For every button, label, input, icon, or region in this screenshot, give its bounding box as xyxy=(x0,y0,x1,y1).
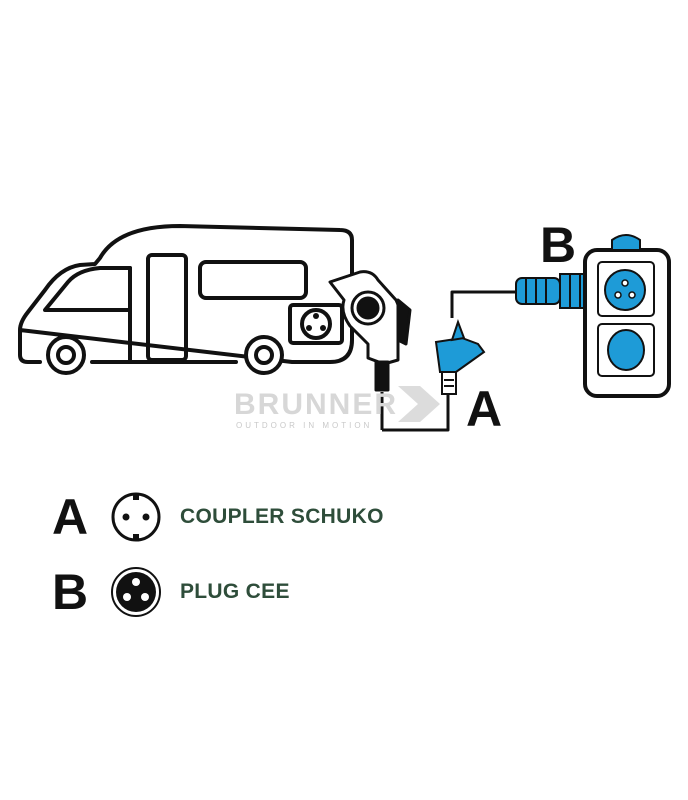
schuko-coupler-icon xyxy=(434,319,486,395)
cable-line xyxy=(382,290,516,432)
callout-label-a: A xyxy=(466,381,502,437)
cee-plug-icon xyxy=(111,567,161,617)
watermark-brand: BRUNNER xyxy=(234,388,398,421)
wheels-icon xyxy=(46,335,284,375)
adapter-socket-icon xyxy=(328,270,412,430)
legend-label-a: COUPLER SCHUKO xyxy=(180,505,384,528)
camper-van-icon xyxy=(18,224,354,364)
callout-label-b: B xyxy=(540,217,576,273)
schuko-socket-icon xyxy=(111,492,161,542)
watermark-tagline: OUTDOOR IN MOTION xyxy=(236,421,372,430)
watermark-chevron-icon xyxy=(398,386,440,422)
legend-row-b: B PLUG CEE xyxy=(52,562,290,622)
legend-row-a: A COUPLER SCHUKO xyxy=(52,487,384,547)
watermark: BRUNNER OUTDOOR IN MOTION xyxy=(234,386,440,430)
legend-label-b: PLUG CEE xyxy=(180,580,290,603)
camper-socket-pins xyxy=(306,313,326,331)
legend-letter-b: B xyxy=(52,564,89,620)
power-pillar-icon xyxy=(583,234,671,398)
legend-letter-a: A xyxy=(52,489,89,545)
